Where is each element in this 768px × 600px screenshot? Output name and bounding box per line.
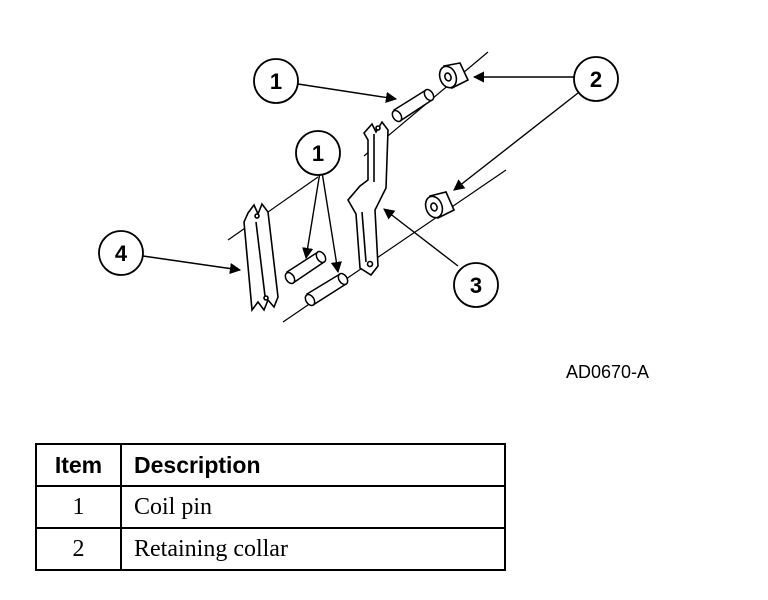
table-row: 1 Coil pin (35, 485, 506, 529)
bent-lever-part (347, 120, 389, 277)
svg-text:3: 3 (470, 273, 482, 298)
svg-text:1: 1 (312, 141, 324, 166)
retaining-collar-lower (424, 191, 456, 220)
table-cell-description: Retaining collar (120, 527, 506, 571)
table-cell-item: 1 (35, 485, 122, 529)
exploded-parts-diagram: 1 2 1 4 3 (98, 51, 619, 323)
parts-legend-table: Item Description 1 Coil pin 2 Retaining … (35, 443, 506, 571)
coil-pin-upper (391, 88, 435, 123)
figure-id-label: AD0670-A (566, 362, 650, 382)
column-header-description: Description (120, 443, 506, 487)
coil-pin-parts (284, 88, 435, 307)
callout-item-1-top: 1 (253, 58, 299, 104)
column-header-item: Item (35, 443, 122, 487)
table-cell-description: Coil pin (120, 485, 506, 529)
table-cell-item: 2 (35, 527, 122, 571)
link-plate-part (243, 202, 279, 313)
coil-pin-lower (304, 272, 349, 307)
leader-arrows (142, 71, 579, 275)
callout-item-3: 3 (453, 262, 499, 308)
svg-text:2: 2 (590, 67, 602, 92)
callout-item-4: 4 (98, 230, 144, 276)
coil-pin-middle (284, 250, 327, 285)
table-row: 2 Retaining collar (35, 527, 506, 571)
retaining-collar-parts (424, 62, 470, 220)
svg-text:1: 1 (270, 69, 282, 94)
svg-text:4: 4 (115, 241, 128, 266)
table-header-row: Item Description (35, 443, 506, 487)
callout-item-2: 2 (573, 56, 619, 102)
callout-item-1-middle: 1 (295, 130, 341, 176)
retaining-collar-upper (438, 62, 470, 90)
